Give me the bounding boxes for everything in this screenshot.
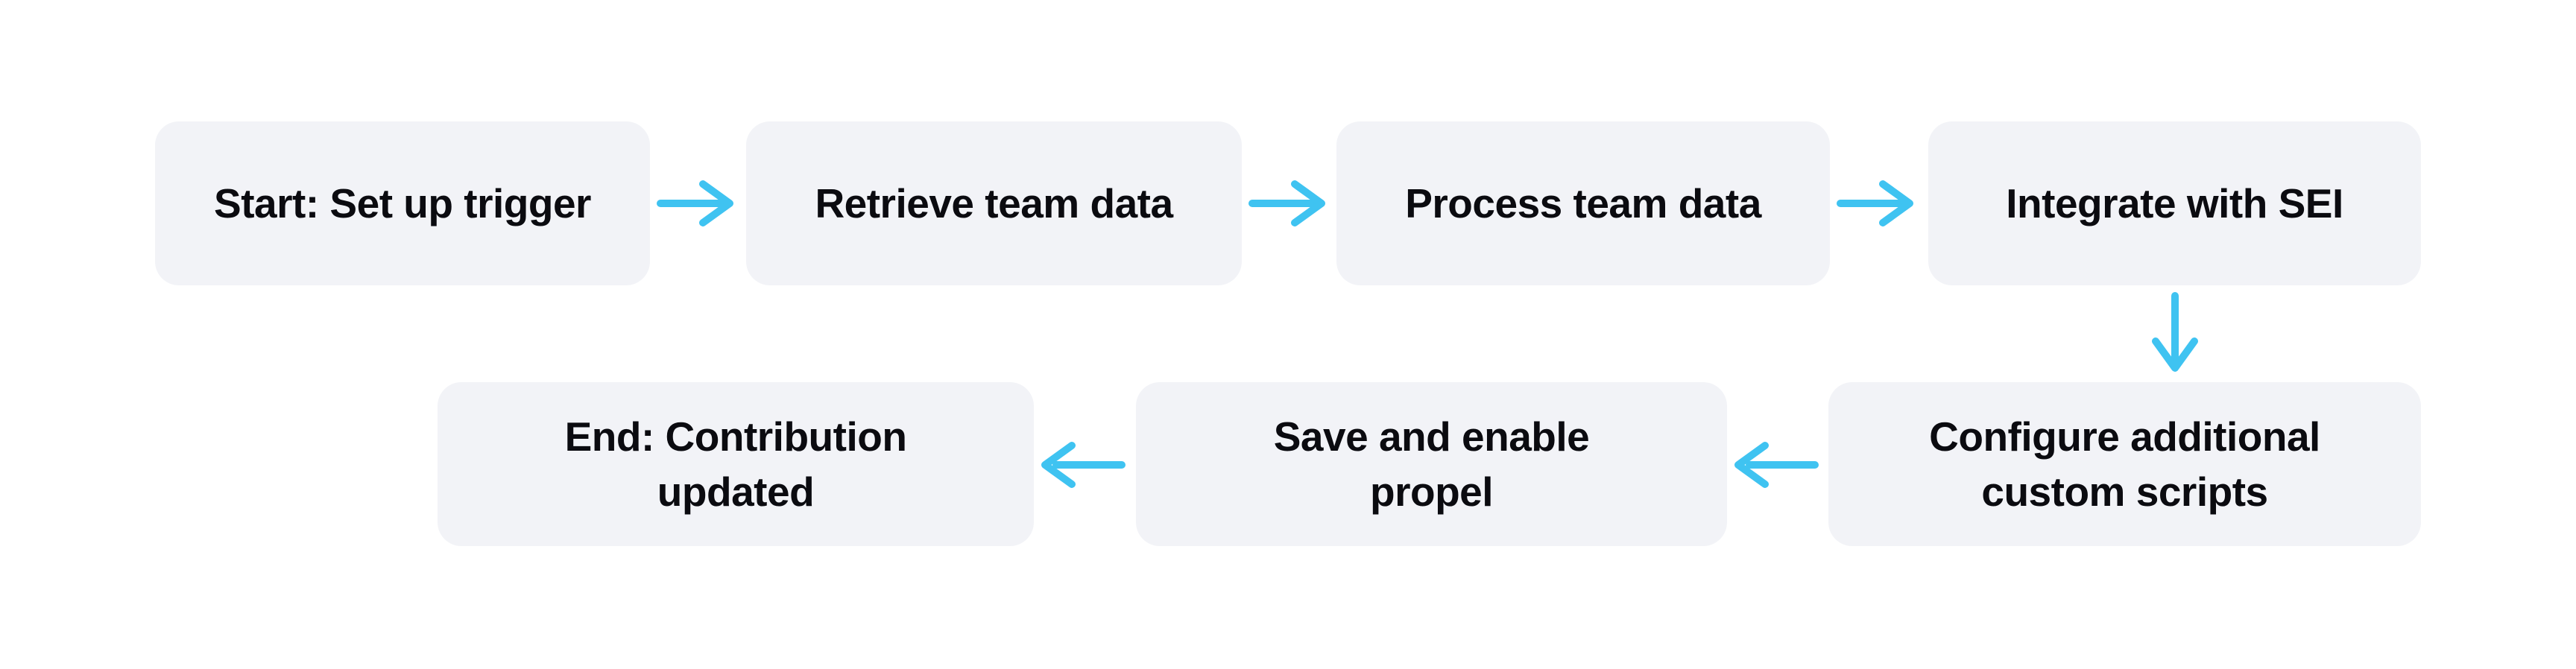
- flow-node-label: Retrieve team data: [815, 180, 1173, 226]
- arrow-left-icon: [1734, 442, 1819, 488]
- flow-node-process-team-data: Process team data: [1336, 121, 1830, 285]
- flow-node-label: Process team data: [1405, 180, 1761, 226]
- arrow-right-icon: [657, 180, 733, 226]
- flow-node-configure-custom-scripts: Configure additional custom scripts: [1828, 382, 2421, 546]
- flow-node-integrate-with-sei: Integrate with SEI: [1928, 121, 2421, 285]
- flow-node-save-and-enable-propel: Save and enable propel: [1136, 382, 1727, 546]
- arrow-left-icon: [1041, 442, 1126, 488]
- flow-node-label: Configure additional custom scripts: [1929, 413, 2320, 515]
- arrow-right-icon: [1248, 180, 1325, 226]
- flow-node-label: End: Contribution updated: [564, 413, 907, 515]
- flow-node-end: End: Contribution updated: [438, 382, 1034, 546]
- flow-node-label: Start: Set up trigger: [214, 180, 591, 226]
- flow-node-start: Start: Set up trigger: [155, 121, 650, 285]
- flow-node-label: Integrate with SEI: [2006, 180, 2343, 226]
- flow-node-label: Save and enable propel: [1273, 413, 1590, 515]
- flow-node-retrieve-team-data: Retrieve team data: [746, 121, 1242, 285]
- arrow-right-icon: [1837, 180, 1913, 226]
- arrow-down-icon: [2152, 292, 2198, 372]
